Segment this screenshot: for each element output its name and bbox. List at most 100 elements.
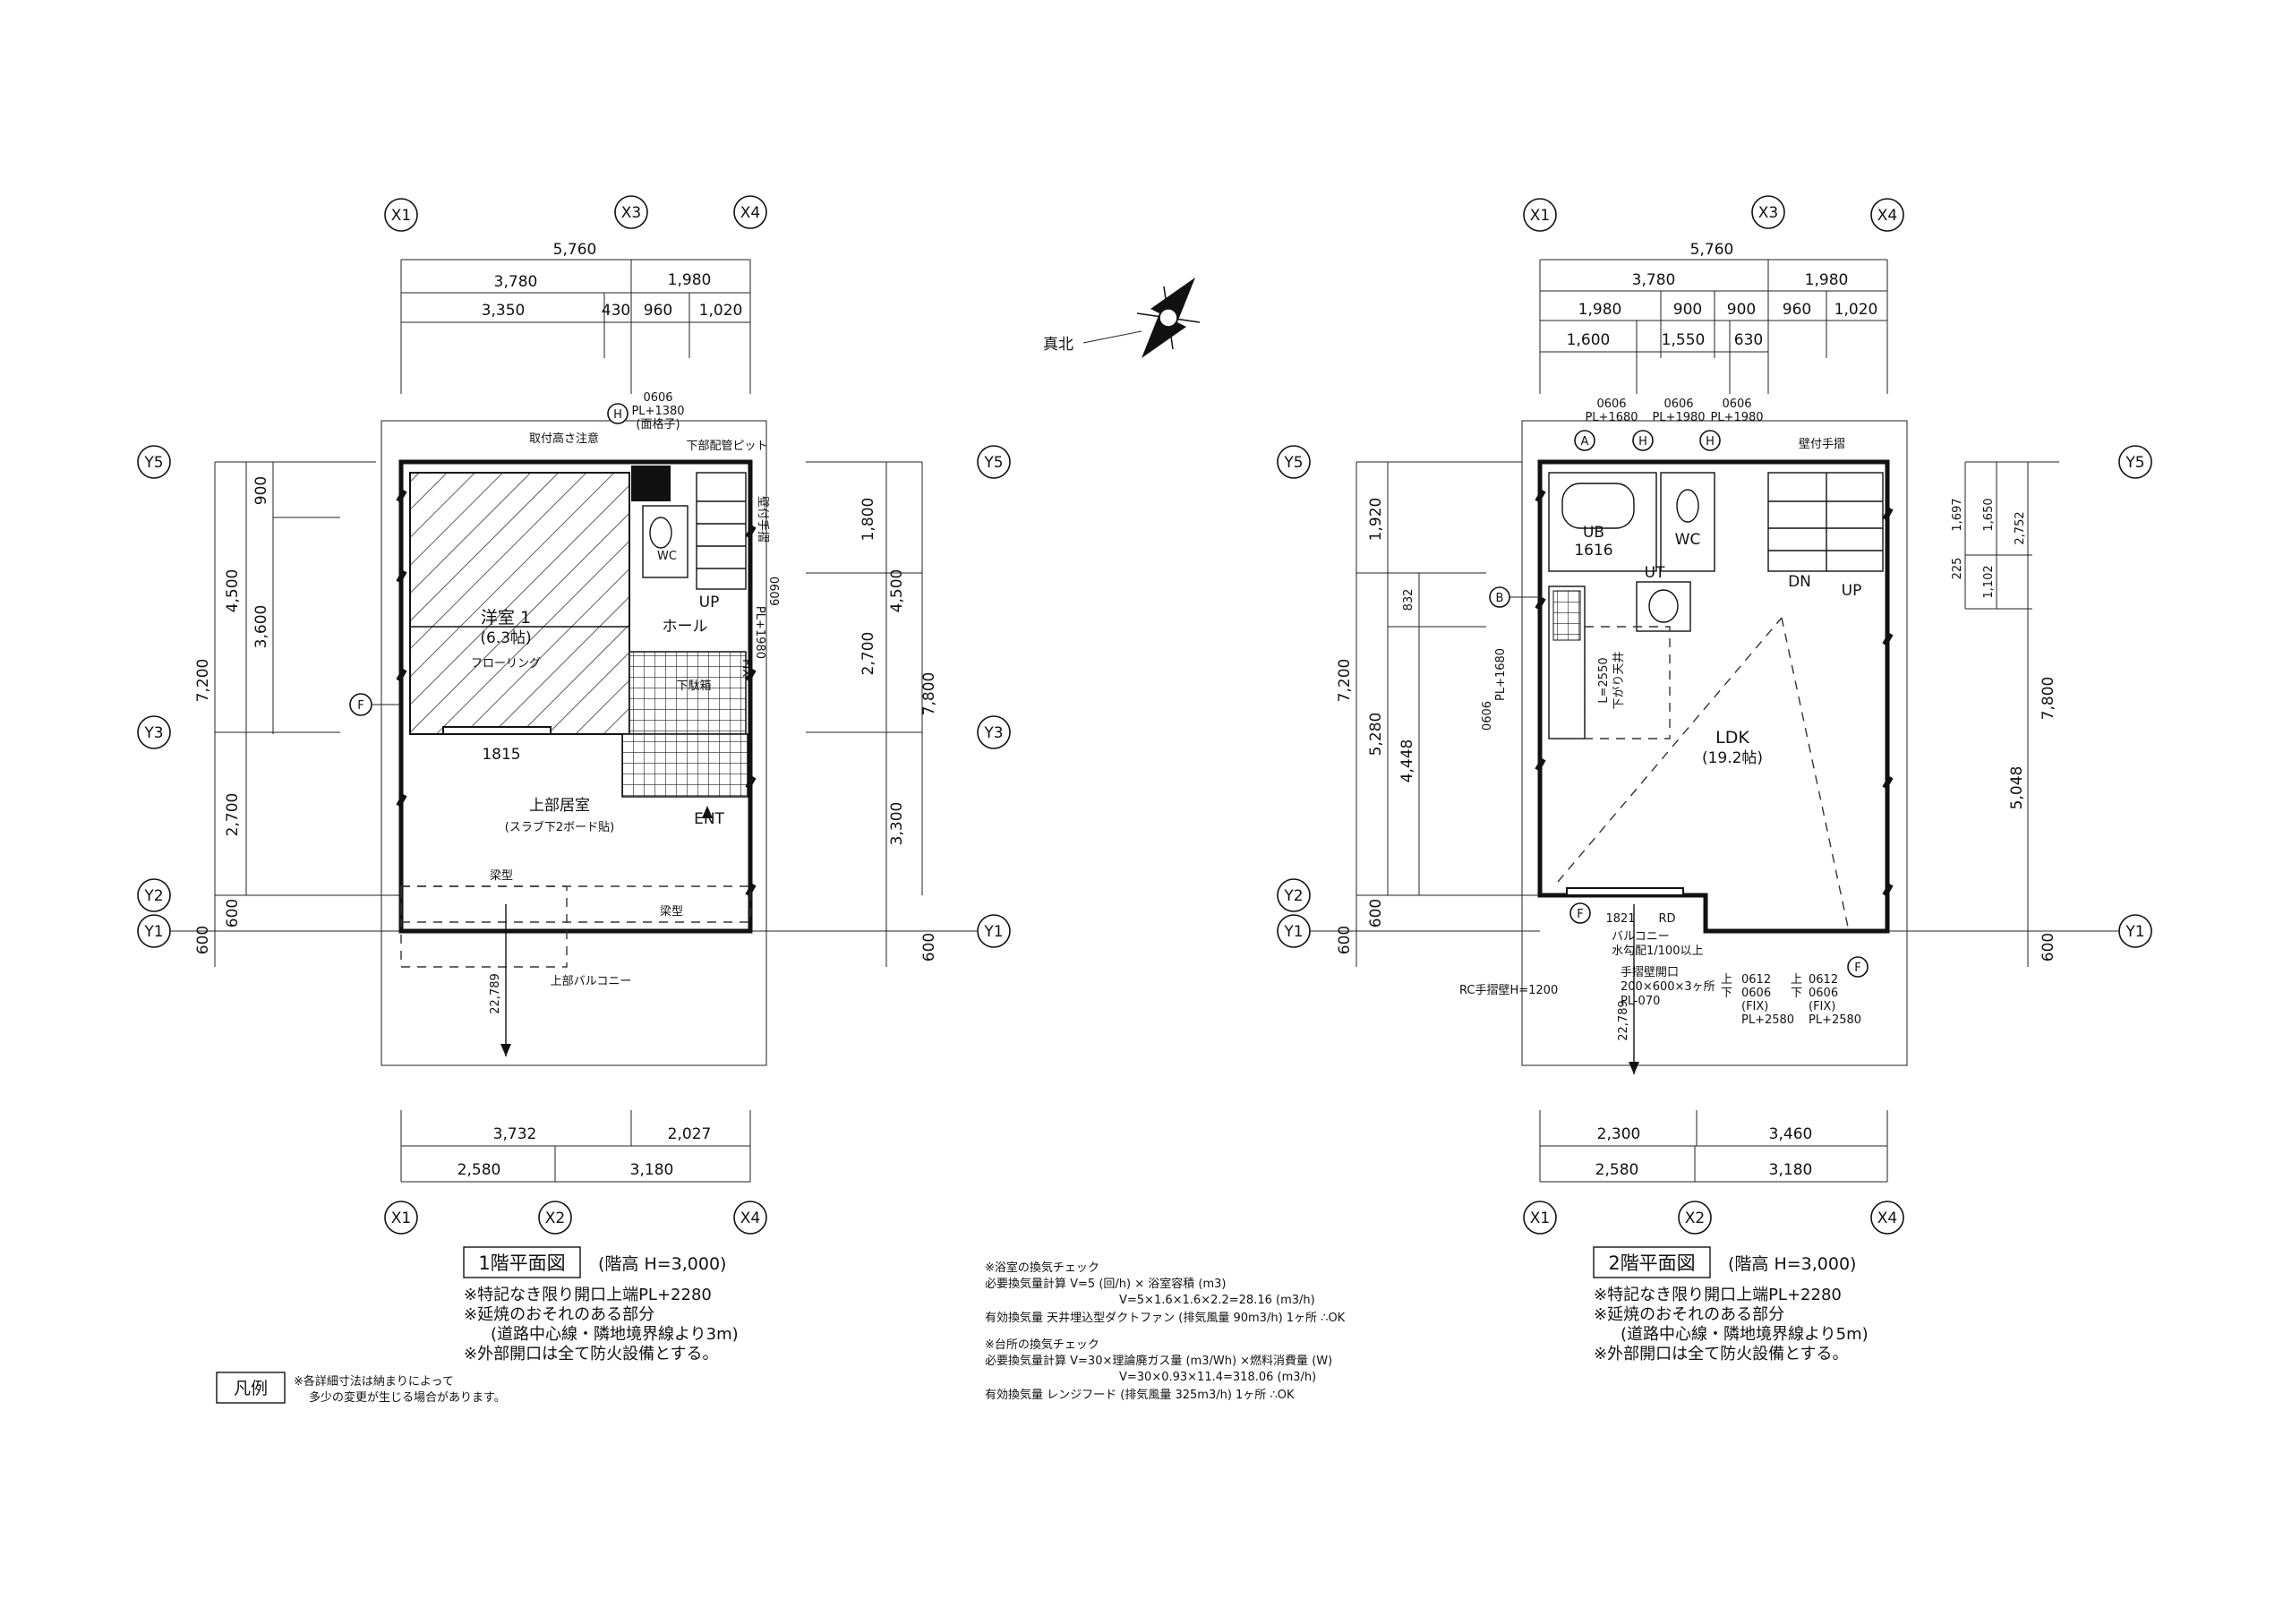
drain-label: 手摺壁開口 <box>1621 966 1679 979</box>
grid-x2-bottom: X2 <box>545 1209 565 1227</box>
dim-3780: 3,780 <box>494 273 538 291</box>
width-1815: 1815 <box>482 746 520 764</box>
grid-y3-right: Y3 <box>983 724 1003 742</box>
dim2-1980b: 1,980 <box>1578 301 1622 319</box>
wc-label: WC <box>657 550 677 563</box>
grid2-x1: X1 <box>1530 207 1550 225</box>
dim-2700-right: 2,700 <box>860 632 877 676</box>
grid2-x3: X3 <box>1758 204 1778 222</box>
dim2-600a: 600 <box>1336 926 1354 954</box>
floor1-dims-left: 900 4,500 3,600 7,200 2,700 600 600 <box>194 461 401 967</box>
win-a-pl: PL+1680 <box>1585 411 1638 424</box>
dim-5760: 5,760 <box>553 241 597 259</box>
drain-size: 200×600×3ヶ所 <box>1621 980 1715 994</box>
window-pl: PL+1380 <box>631 405 684 418</box>
dim-600b: 600 <box>224 899 242 927</box>
floor2-plan: X1 X3 X4 5,760 3,780 1,980 1,980 900 900 <box>1277 195 2152 1363</box>
floor1-note-1: ※特記なき限り開口上端PL+2280 <box>464 1286 712 1304</box>
grid-y1-right: Y1 <box>983 923 1003 941</box>
floor2-site-boundary <box>1521 420 1908 1066</box>
win-h1-code: 0606 <box>1663 397 1693 411</box>
floor-note: フローリング <box>471 657 541 671</box>
floor2-labels: 壁付手摺 UB 1616 WC UT DN UP B 0606PL+1680 L… <box>1459 438 1869 1041</box>
ventilation-notes: ※浴室の換気チェック 必要換気量計算 V=5 (回/h) × 浴室容積 (m3)… <box>985 1261 1346 1402</box>
grid-y1: Y1 <box>143 923 163 941</box>
floor1-note-2: ※延焼のおそれのある部分 <box>464 1305 654 1324</box>
ldk-label: LDK <box>1715 728 1749 748</box>
dim-430: 430 <box>602 302 630 320</box>
rc-wall-label: RC手摺壁H=1200 <box>1459 984 1558 997</box>
dim2-1600: 1,600 <box>1567 331 1611 349</box>
up2-label: UP <box>1842 582 1862 600</box>
dim-3600: 3,600 <box>252 605 270 649</box>
legend-note-1: ※各詳細寸法は納まりによって <box>294 1374 454 1389</box>
floor2-dims-top: 5,760 3,780 1,980 1,980 900 900 960 1,02… <box>1539 241 1888 394</box>
kitchen-note: 下がり天井 <box>1612 651 1626 709</box>
floor1-labels: H 0606 PL+1380 (面格子) 取付高さ注意 下部配管ピット 壁付手摺… <box>471 391 780 1014</box>
floor1-note-3: (道路中心線・隣地境界線より3m) <box>491 1325 739 1344</box>
gutter-1: 梁型 <box>490 869 513 883</box>
grid-x1: X1 <box>391 207 411 225</box>
side-window: 0609PL+1980FIX <box>740 577 780 677</box>
dim-3180: 3,180 <box>630 1161 674 1179</box>
grid2-x4: X4 <box>1877 207 1897 225</box>
floor1-title-block: 1階平面図 (階高 H=3,000) ※特記なき限り開口上端PL+2280 ※延… <box>216 1246 739 1405</box>
dim-2700: 2,700 <box>224 793 242 837</box>
dim2-3780: 3,780 <box>1632 271 1676 289</box>
f-marker2a: F <box>1577 908 1583 921</box>
dim2-832: 832 <box>1402 589 1415 611</box>
win-h2-mark: H <box>1706 435 1715 449</box>
dn-label: DN <box>1788 573 1811 591</box>
dim-600a: 600 <box>194 926 212 954</box>
floor2-grid-right: Y5 Y1 1,697 1,650 225 2,752 1,102 7,800 … <box>1887 445 2152 967</box>
dim2-2300: 2,300 <box>1597 1125 1641 1143</box>
win-a-mark: A <box>1581 435 1589 449</box>
dim2-2580: 2,580 <box>1595 1161 1639 1179</box>
dim-3300: 3,300 <box>888 802 906 846</box>
b-marker: B <box>1496 592 1504 605</box>
room-size: (6.3帖) <box>480 629 531 647</box>
kitchen-vent-title: ※台所の換気チェック <box>985 1338 1099 1352</box>
grid-x1-bottom: X1 <box>391 1209 411 1227</box>
floor1-grid-right: Y5 Y3 Y1 1,800 4,500 2,700 7,800 3,300 6… <box>750 445 1011 967</box>
room-label: 洋室 1 <box>481 608 531 628</box>
dim-7800: 7,800 <box>920 672 938 716</box>
floor2-note-4: ※外部開口は全て防火設備とする。 <box>1594 1345 1849 1363</box>
updown-2: 上下 <box>1791 973 1802 1000</box>
room-hatch <box>409 472 630 735</box>
grid-x3: X3 <box>621 204 641 222</box>
dim-1980: 1,980 <box>668 271 712 289</box>
dim2-900b: 900 <box>1727 301 1756 319</box>
road-distance2: 22,789 <box>1617 1000 1630 1041</box>
win-h1-mark: H <box>1638 435 1647 449</box>
dim-600-right: 600 <box>920 933 938 962</box>
floor1-walls <box>396 459 757 1056</box>
rd-label: RD <box>1658 912 1675 926</box>
dim2-225: 225 <box>1951 558 1964 580</box>
compass: 真北 <box>1043 278 1201 358</box>
dim-4500-right: 4,500 <box>888 569 906 613</box>
legend-label: 凡例 <box>234 1379 268 1398</box>
dim2-1550: 1,550 <box>1662 331 1706 349</box>
grid2-y2: Y2 <box>1283 887 1303 905</box>
dim2-4448: 4,448 <box>1398 739 1416 783</box>
window-h-mark: H <box>613 408 622 422</box>
shoebox-tile <box>629 651 747 735</box>
win-h1-pl: PL+1980 <box>1652 411 1705 424</box>
dim2-630: 630 <box>1734 331 1763 349</box>
floor1-dims-top: 5,760 3,780 1,980 3,350 430 960 1,020 <box>400 241 751 394</box>
grid2-y5-right: Y5 <box>2125 454 2144 472</box>
grid2-y1: Y1 <box>1283 923 1303 941</box>
floor1-grid-top: X1 X3 X4 <box>384 195 767 232</box>
dim2-1020: 1,020 <box>1834 301 1878 319</box>
floor2-title: 2階平面図 <box>1608 1252 1695 1274</box>
upper-room-label: 上部居室 <box>529 797 590 815</box>
balcony2-note: 水勾配1/100以上 <box>1612 944 1703 958</box>
floor2-title-block: 2階平面図 (階高 H=3,000) ※特記なき限り開口上端PL+2280 ※延… <box>1593 1246 1869 1363</box>
window-note: (面格子) <box>636 417 680 432</box>
handrail2: 壁付手摺 <box>1799 438 1845 451</box>
floor2-grid-top: X1 X3 X4 <box>1523 195 1904 232</box>
floor2-note-1: ※特記なき限り開口上端PL+2280 <box>1594 1286 1842 1304</box>
pit-block <box>631 466 671 501</box>
